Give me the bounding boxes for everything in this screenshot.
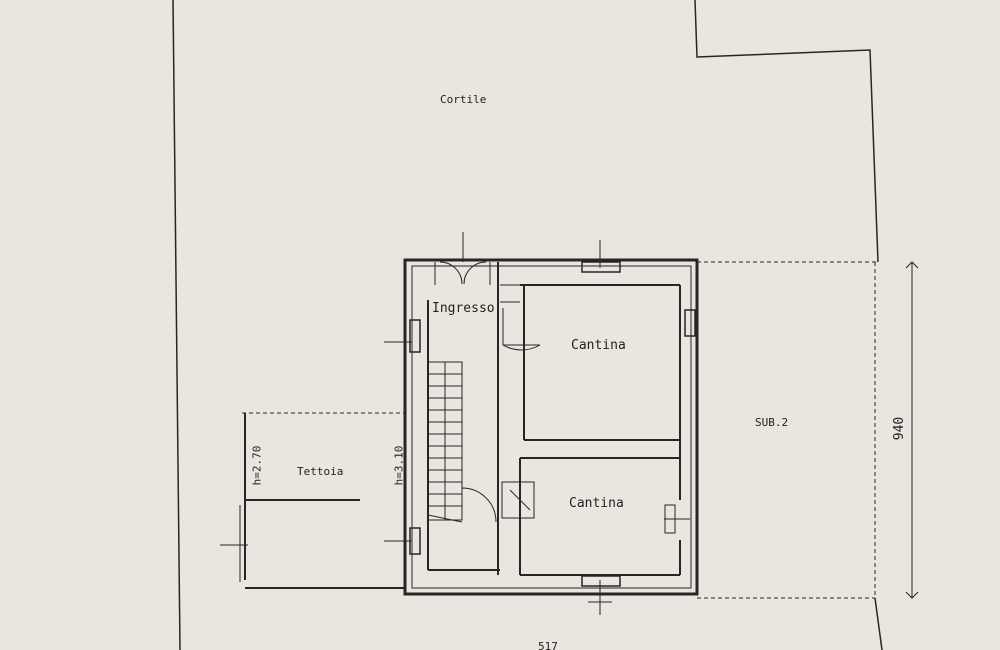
label-cantina-upper: Cantina bbox=[571, 338, 626, 353]
label-dimension: 940 bbox=[892, 416, 908, 441]
cantina-door-upper bbox=[502, 308, 541, 351]
entrance-door bbox=[434, 232, 491, 285]
label-cantina-lower: Cantina bbox=[569, 496, 624, 511]
windows bbox=[384, 240, 696, 615]
label-bottom-cut: 517 bbox=[538, 640, 558, 650]
staircase bbox=[427, 361, 497, 523]
building-outer-wall bbox=[403, 258, 699, 596]
label-tettoia: Tettoia bbox=[297, 465, 344, 478]
courtyard-boundary bbox=[172, 0, 883, 650]
label-height-stair: h=3.10 bbox=[392, 445, 406, 486]
sub2-outline bbox=[697, 261, 878, 599]
interior-walls bbox=[427, 262, 681, 576]
cantina-door-lower bbox=[501, 481, 535, 519]
dimension-line bbox=[905, 261, 919, 599]
label-cortile: Cortile bbox=[440, 93, 487, 106]
label-sub2: SUB.2 bbox=[755, 416, 789, 429]
label-ingresso: Ingresso bbox=[432, 301, 495, 316]
tettoia-outline bbox=[220, 412, 405, 589]
label-height-tettoia: h=2.70 bbox=[250, 445, 264, 486]
